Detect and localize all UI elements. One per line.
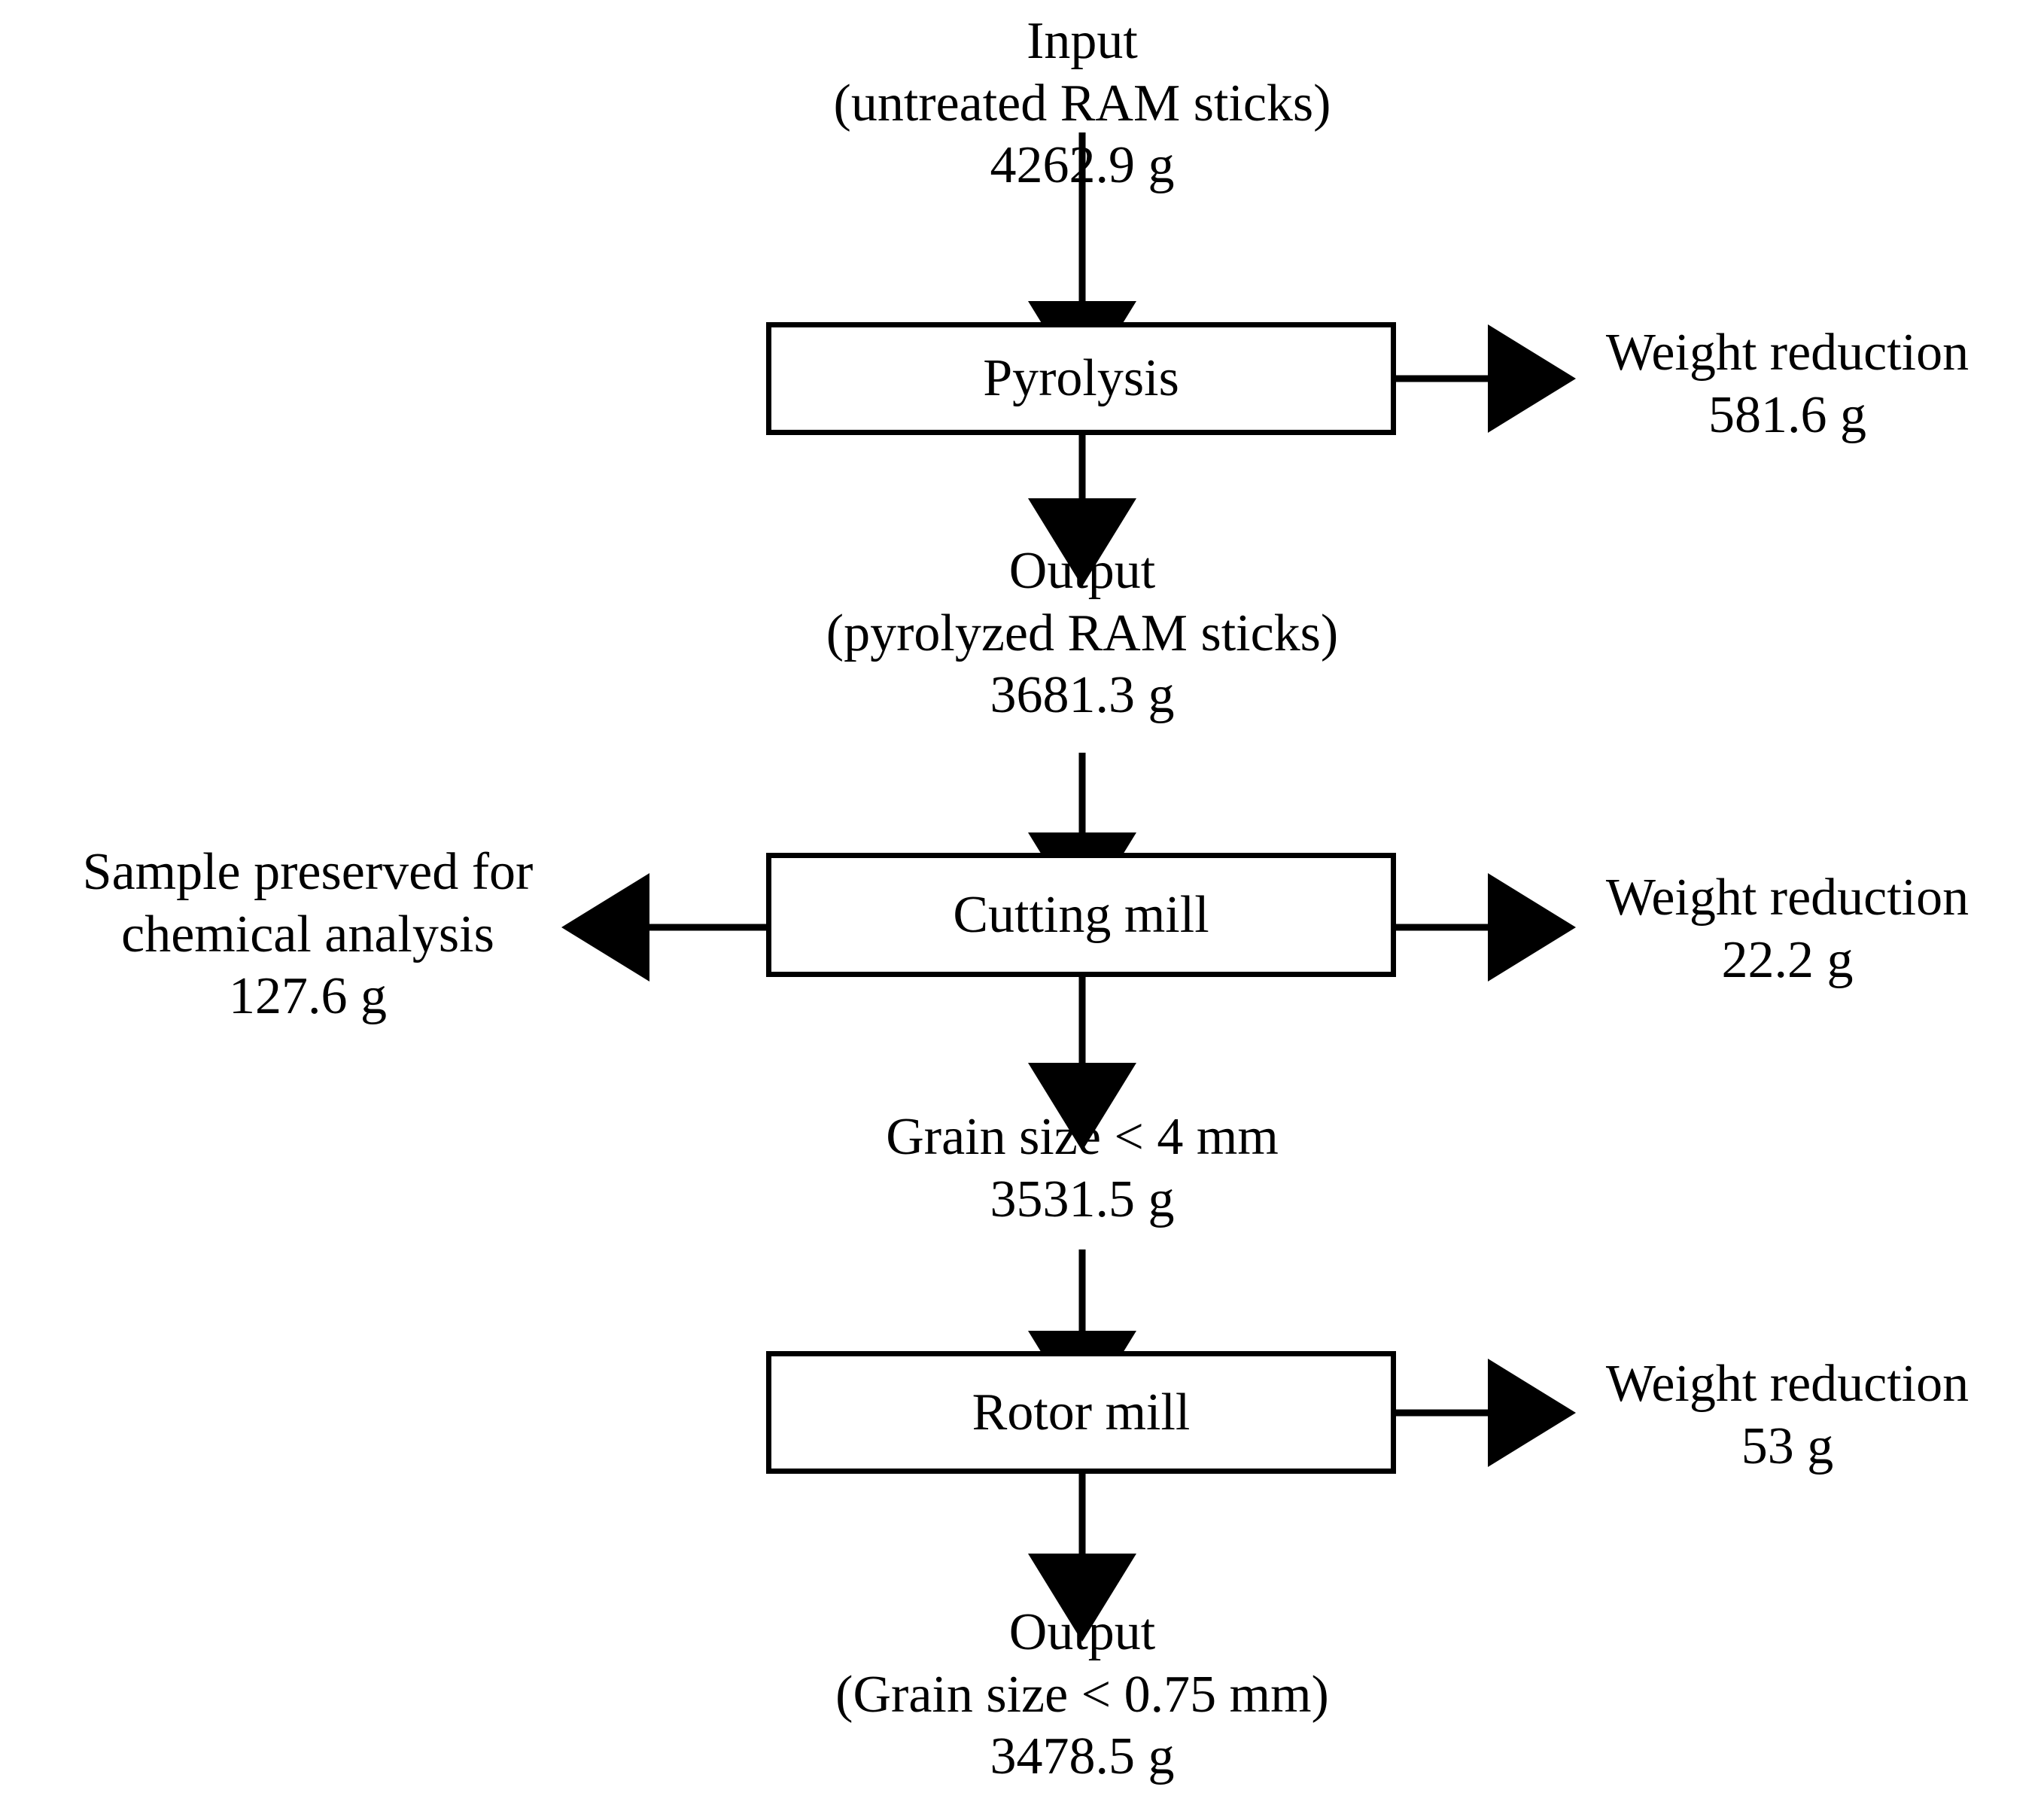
final-output-mass: 3478.5 g [990, 1727, 1175, 1786]
final-output-node: Output (Grain size < 0.75 mm) 3478.5 g [631, 1602, 1534, 1788]
input-line-1: Input [1027, 12, 1138, 70]
pyrolysis-weight-reduction-label: Weight reduction 581.6 g [1535, 322, 2039, 446]
sample-line-1: Sample preserved for [82, 843, 534, 901]
cutting-mill-sample-label: Sample preserved for chemical analysis 1… [11, 842, 605, 1028]
pyrolysis-output-mass: 3681.3 g [990, 666, 1175, 725]
rotor-mill-loss-mass: 53 g [1741, 1417, 1834, 1475]
pyrolysis-loss-line-1: Weight reduction [1605, 324, 1969, 382]
process-box-cutting-mill-label: Cutting mill [953, 885, 1209, 944]
process-box-rotor-mill[interactable]: Rotor mill [766, 1351, 1396, 1474]
process-box-pyrolysis-label: Pyrolysis [983, 349, 1179, 407]
input-line-2: (untreated RAM sticks) [833, 74, 1331, 132]
input-mass: 4262.9 g [990, 136, 1175, 195]
rotor-mill-loss-line-1: Weight reduction [1605, 1355, 1969, 1413]
rotor-mill-weight-reduction-label: Weight reduction 53 g [1535, 1353, 2039, 1478]
grain-size-4mm-node: Grain size < 4 mm 3531.5 g [631, 1106, 1534, 1231]
input-node: Input (untreated RAM sticks) 4262.9 g [631, 11, 1534, 197]
final-output-line-1: Output [1008, 1603, 1156, 1661]
process-box-cutting-mill[interactable]: Cutting mill [766, 853, 1396, 977]
process-box-pyrolysis[interactable]: Pyrolysis [766, 322, 1396, 435]
cutting-mill-loss-line-1: Weight reduction [1605, 869, 1969, 927]
sample-mass: 127.6 g [229, 967, 387, 1026]
grain-size-4mm-line-1: Grain size < 4 mm [886, 1108, 1279, 1166]
grain-size-4mm-mass: 3531.5 g [990, 1170, 1175, 1228]
pyrolysis-output-line-1: Output [1008, 542, 1156, 600]
sample-line-2: chemical analysis [121, 905, 494, 963]
cutting-mill-weight-reduction-label: Weight reduction 22.2 g [1535, 867, 2039, 991]
process-box-rotor-mill-label: Rotor mill [972, 1383, 1191, 1441]
pyrolysis-output-line-2: (pyrolyzed RAM sticks) [826, 604, 1339, 662]
cutting-mill-loss-mass: 22.2 g [1721, 930, 1854, 989]
pyrolysis-output-node: Output (pyrolyzed RAM sticks) 3681.3 g [631, 540, 1534, 727]
pyrolysis-loss-mass: 581.6 g [1708, 385, 1866, 444]
final-output-line-2: (Grain size < 0.75 mm) [835, 1665, 1329, 1724]
